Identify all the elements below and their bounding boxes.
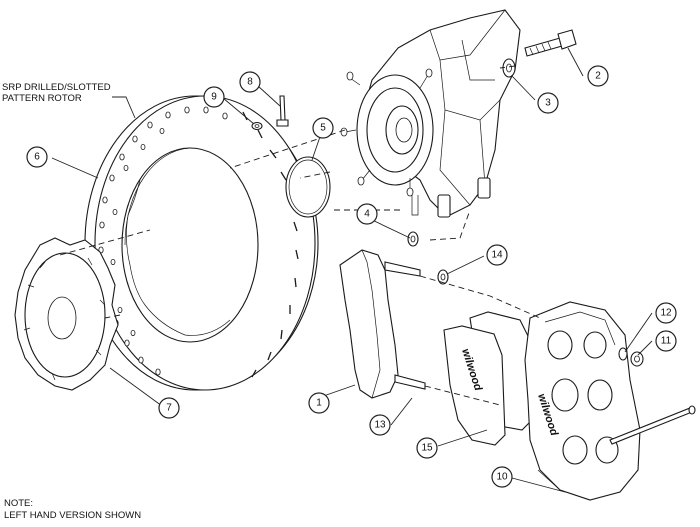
callout-15: 15 [416,437,438,459]
callout-8-number: 8 [247,77,253,88]
rotor-hat [14,237,119,391]
callout-14: 14 [486,244,508,266]
callout-8: 8 [239,71,261,93]
drilled-slotted-rotor [84,95,319,391]
callout-7-number: 7 [166,403,172,414]
bracket-washer [407,231,419,247]
rotor-label-line2: PATTERN ROTOR [2,93,82,104]
o-ring [285,156,331,218]
note-label: NOTE: [4,498,33,509]
wheel-studs [340,68,433,197]
callout-12: 12 [655,302,677,324]
callout-12-number: 12 [660,308,672,319]
callout-5: 5 [312,117,334,139]
callout-9-number: 9 [211,92,217,103]
callout-10-number: 10 [496,472,508,483]
callout-7: 7 [158,397,180,419]
rotor-label-line1: SRP DRILLED/SLOTTED [2,82,111,93]
callout-2-number: 2 [595,71,601,82]
callout-3: 3 [537,92,559,114]
callout-1: 1 [308,392,330,414]
callout-10: 10 [491,466,513,488]
callout-6-number: 6 [34,152,40,163]
caliper-bracket [339,249,426,399]
brake-pads: wilwood [443,311,533,446]
callout-15-number: 15 [421,443,433,454]
callout-13-number: 13 [374,420,386,431]
callout-2: 2 [587,65,609,87]
callout-11: 11 [655,330,677,352]
caliper-washer [618,347,628,361]
callout-4-number: 4 [364,209,370,220]
callout-13: 13 [369,414,391,436]
callout-3-number: 3 [545,98,551,109]
bracket-shim [437,269,449,285]
hub-spindle-assembly [340,9,521,218]
callout-6: 6 [26,146,48,168]
callout-5-number: 5 [320,123,326,134]
caliper-nut [630,351,644,367]
hat-bolt [276,95,289,127]
note-text: LEFT HAND VERSION SHOWN [4,510,141,521]
callout-14-number: 14 [491,250,503,261]
callout-4: 4 [356,203,378,225]
brake-caliper: wilwood [524,301,641,501]
callout-leaders [51,47,653,493]
caliper-mount-washer [502,58,516,78]
caliper-bridge-bolt [609,405,696,445]
caliper-mount-bolt [524,29,577,57]
callout-11-number: 11 [661,336,672,347]
hat-bolt-washer [251,121,263,131]
callout-9: 9 [203,86,225,108]
callout-1-number: 1 [316,398,322,409]
